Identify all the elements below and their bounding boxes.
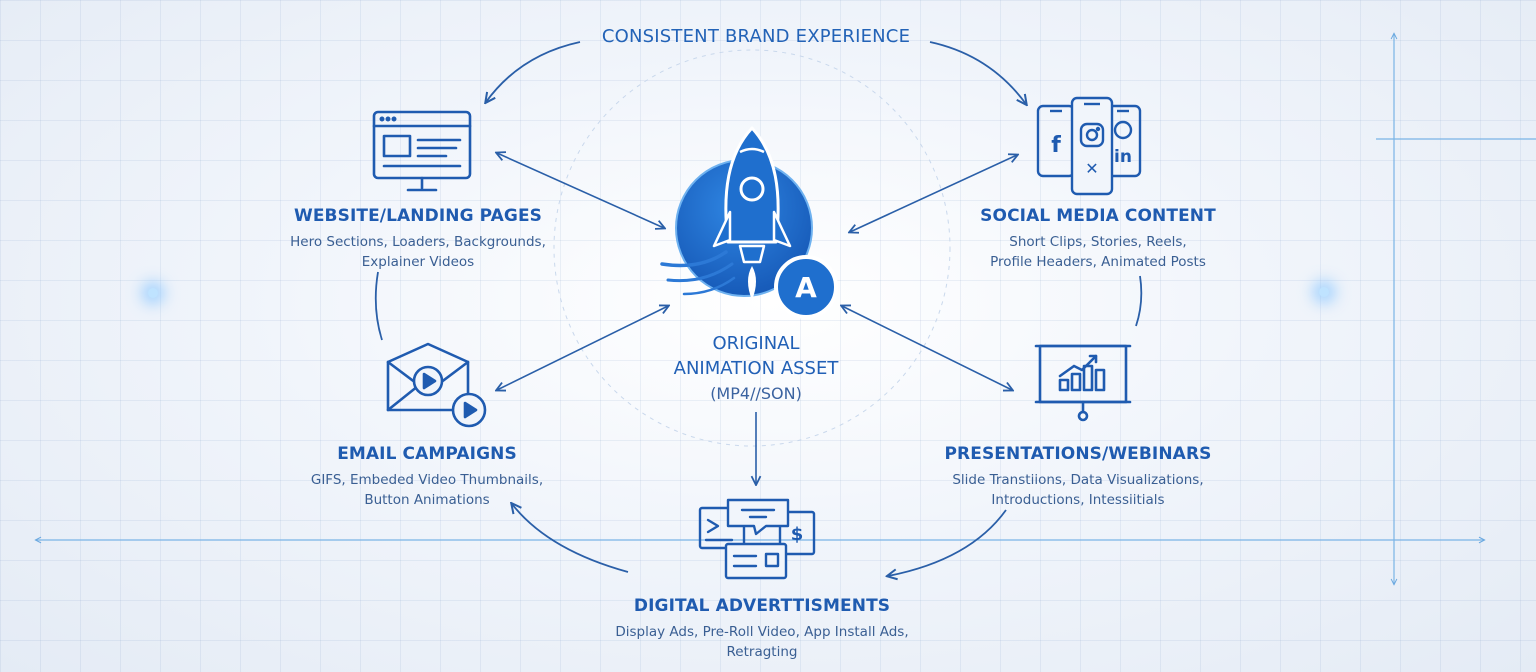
node-ads-desc: Display Ads, Pre-Roll Video, App Install… [582, 622, 942, 662]
node-social-desc-line2: Profile Headers, Animated Posts [990, 254, 1206, 270]
dollar-sign: $ [791, 524, 804, 545]
rocket-icon [660, 126, 813, 300]
node-website-desc: Hero Sections, Loaders, Backgrounds, Exp… [268, 232, 568, 272]
cycle-arrow-bottom-left [512, 504, 629, 573]
node-email-title: EMAIL CAMPAIGNS [337, 444, 517, 464]
email-video-icon [386, 342, 487, 428]
spoke-arrow-website [497, 153, 664, 228]
cycle-arrows [374, 41, 1143, 576]
node-ads-title: DIGITAL ADVERTTISMENTS [633, 596, 891, 616]
node-presentations-desc-line1: Slide Transtiions, Data Visualizations, [952, 472, 1204, 488]
x-icon: ✕ [1085, 159, 1098, 178]
cycle-line-right [1135, 275, 1143, 327]
node-email: EMAIL CAMPAIGNS GIFS, Embeded Video Thum… [277, 444, 577, 510]
node-website-desc-line1: Hero Sections, Loaders, Backgrounds, [290, 234, 546, 250]
node-website: WEBSITE/LANDING PAGES Hero Sections, Loa… [268, 206, 568, 272]
node-social: SOCIAL MEDIA CONTENT Short Clips, Storie… [948, 206, 1248, 272]
cycle-arrow-top-right [929, 41, 1026, 104]
ads-icon: $ [698, 498, 816, 580]
node-presentations-title: PRESENTATIONS/WEBINARS [944, 444, 1212, 464]
top-label: CONSISTENT BRAND EXPERIENCE [601, 26, 911, 47]
badge-a-icon: A [774, 255, 838, 319]
node-website-title: WEBSITE/LANDING PAGES [293, 206, 543, 226]
node-presentations-desc-line2: Introductions, Intessiitials [991, 492, 1165, 508]
presentation-board-icon [1034, 344, 1132, 422]
badge-letter: A [795, 271, 817, 304]
phones-icon: f ✕ in [1036, 96, 1142, 196]
glow-dot-right [1319, 287, 1329, 297]
monitor-icon [372, 110, 472, 192]
node-ads: DIGITAL ADVERTTISMENTS Display Ads, Pre-… [582, 596, 942, 662]
node-social-desc-line1: Short Clips, Stories, Reels, [1009, 234, 1187, 250]
node-email-desc-line2: Button Animations [364, 492, 490, 508]
node-website-desc-line2: Explainer Videos [361, 254, 475, 270]
guide-lines [36, 34, 1536, 584]
node-presentations: PRESENTATIONS/WEBINARS Slide Transtiions… [928, 444, 1228, 510]
profile-circle-icon [1113, 120, 1133, 140]
node-presentations-desc: Slide Transtiions, Data Visualizations, … [928, 470, 1228, 510]
linkedin-icon: in [1114, 147, 1132, 167]
center-label-line3: (MP4//SON) [710, 384, 802, 403]
spoke-arrows [497, 153, 1017, 484]
cycle-arrow-bottom-right [888, 509, 1007, 576]
spoke-arrow-email [497, 306, 668, 390]
instagram-icon [1079, 122, 1105, 148]
node-social-title: SOCIAL MEDIA CONTENT [980, 206, 1216, 226]
center-label-line1: ORIGINAL [712, 333, 800, 354]
node-ads-desc-line1: Display Ads, Pre-Roll Video, App Install… [615, 624, 909, 640]
node-email-desc-line1: GIFS, Embeded Video Thumbnails, [310, 472, 544, 488]
node-social-desc: Short Clips, Stories, Reels, Profile Hea… [948, 232, 1248, 272]
spoke-arrow-presentations [842, 306, 1012, 390]
cycle-line-left [374, 271, 383, 341]
node-ads-desc-line2: Retragting [726, 644, 798, 660]
node-email-desc: GIFS, Embeded Video Thumbnails, Button A… [277, 470, 577, 510]
glow-dot-left [148, 288, 158, 298]
cycle-arrow-top-left [486, 41, 581, 102]
spoke-arrow-social [850, 155, 1017, 232]
facebook-icon: f [1051, 133, 1061, 158]
center-halo [553, 49, 951, 447]
center-label: ORIGINAL ANIMATION ASSET (MP4//SON) [636, 331, 876, 406]
center-label-line2: ANIMATION ASSET [673, 358, 839, 379]
